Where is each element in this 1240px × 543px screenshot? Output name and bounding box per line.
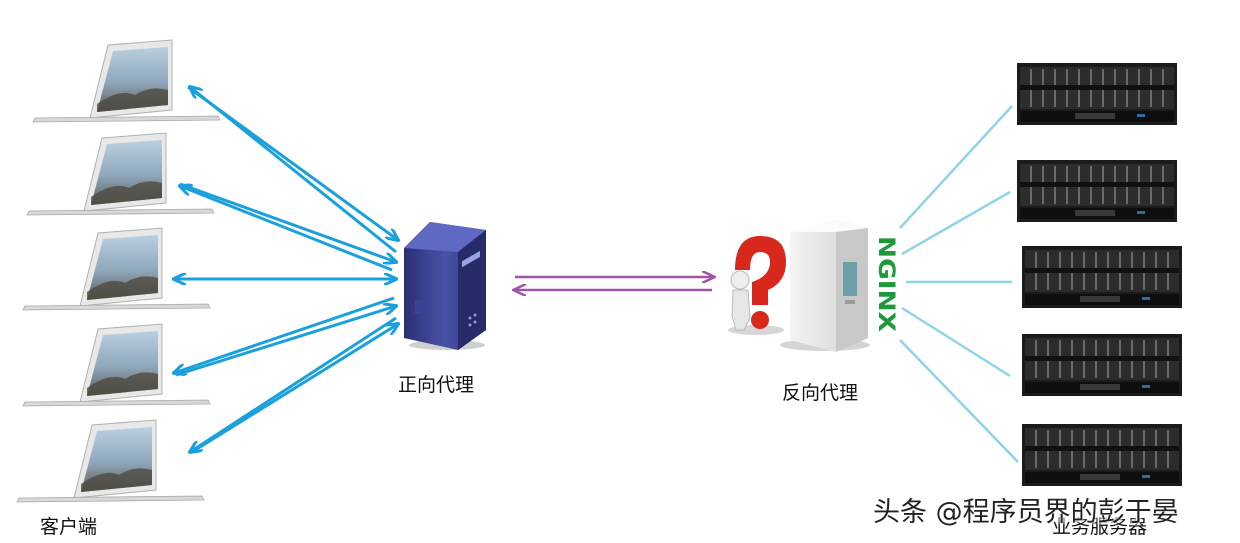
arrow-to-client-2 (180, 186, 393, 272)
client-laptop-1 (32, 39, 221, 123)
line-to-server-5 (899, 339, 1019, 463)
watermark: 头条 @程序员界的彭于晏 (873, 497, 1179, 528)
forward-proxy-server (404, 222, 486, 350)
backend-server-3 (1021, 245, 1183, 309)
arrow-to-proxy-2 (179, 182, 396, 262)
backend-server-4 (1021, 333, 1183, 397)
question-mark-figure-icon (728, 236, 786, 335)
line-to-server-4 (901, 306, 1011, 378)
business-servers-label: 业务服务器 (1052, 516, 1148, 538)
arrow-to-client-1 (190, 87, 397, 254)
client-laptop-4 (22, 323, 211, 407)
arrow-to-proxy-4 (175, 306, 396, 377)
forward-proxy-label: 正向代理 (398, 374, 475, 396)
server-lines (899, 105, 1019, 463)
backend-server-5 (1021, 423, 1183, 487)
nginx-logo: NGINX (873, 236, 902, 336)
client-laptop-3 (22, 227, 211, 311)
client-laptop-2 (26, 132, 215, 216)
client-laptop-5 (16, 419, 205, 503)
arrow-to-client-5 (190, 316, 397, 452)
reverse-proxy-label: 反向代理 (782, 382, 859, 404)
client-arrows (174, 87, 398, 452)
nginx-logo-text: NGINX (873, 236, 898, 332)
arrow-to-proxy-5 (191, 324, 398, 454)
clients-label: 客户端 (40, 516, 98, 538)
line-to-server-2 (901, 190, 1011, 256)
arrow-to-client-4 (174, 296, 395, 373)
reverse-proxy-server (780, 220, 870, 352)
backend-server-1 (1016, 62, 1178, 126)
proxy-link-arrows (514, 277, 714, 290)
line-to-server-1 (899, 105, 1013, 229)
backend-server-2 (1016, 159, 1178, 223)
